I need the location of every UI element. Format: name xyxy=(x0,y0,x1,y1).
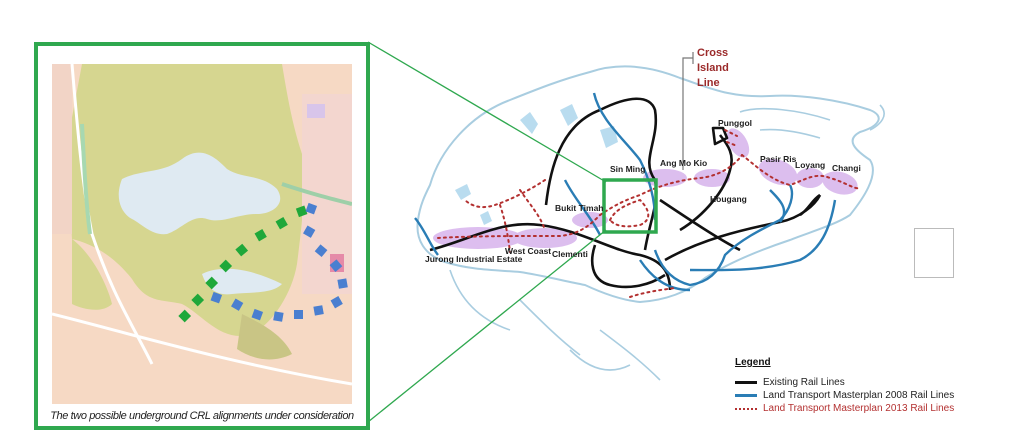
inset-map-frame: The two possible underground CRL alignme… xyxy=(34,42,370,430)
legend-label: Land Transport Masterplan 2013 Rail Line… xyxy=(763,403,955,414)
legend-swatch-solid-blue xyxy=(735,394,757,397)
map-scale-box xyxy=(914,228,954,278)
lt-masterplan-2008-lines xyxy=(414,92,837,292)
station-label-pasir-ris: Pasir Ris xyxy=(760,154,797,164)
legend-title: Legend xyxy=(735,357,771,368)
callout-line-2: Island xyxy=(697,62,729,74)
inset-map xyxy=(52,64,352,404)
station-label-clementi: Clementi xyxy=(552,249,588,259)
crl-corridor xyxy=(433,128,858,249)
lt-masterplan-2013-lines xyxy=(437,129,861,298)
connector-line-bottom xyxy=(367,229,607,423)
inset-map-graphic xyxy=(52,64,352,404)
station-label-punggol: Punggol xyxy=(718,118,752,128)
legend-item-2008: Land Transport Masterplan 2008 Rail Line… xyxy=(735,389,954,402)
connector-line-top xyxy=(367,41,607,183)
callout-line-3: Line xyxy=(697,77,720,89)
station-label-bukit-timah: Bukit Timah xyxy=(555,203,604,213)
callout-leader xyxy=(682,57,693,170)
legend-label: Existing Rail Lines xyxy=(763,377,845,388)
callout-line-1: Cross xyxy=(697,47,729,59)
legend-item-2013: Land Transport Masterplan 2013 Rail Line… xyxy=(735,402,954,415)
station-label-west-coast: West Coast xyxy=(505,246,552,256)
station-label-hougang: Hougang xyxy=(710,194,747,204)
station-label-changi: Changi xyxy=(832,163,861,173)
station-label-ang-mo-kio: Ang Mo Kio xyxy=(660,158,708,168)
alignment-blue-option xyxy=(210,202,348,322)
zoom-region-box xyxy=(602,178,658,234)
station-label-sin-ming: Sin Ming xyxy=(610,164,646,174)
station-label-jurong-industrial-estate: Jurong Industrial Estate xyxy=(425,254,523,264)
map-legend: Legend Existing Rail Lines Land Transpor… xyxy=(735,357,954,415)
alignment-green-option xyxy=(178,205,308,323)
inset-caption: The two possible underground CRL alignme… xyxy=(50,410,354,422)
legend-swatch-solid-black xyxy=(735,381,757,384)
legend-item-existing: Existing Rail Lines xyxy=(735,376,954,389)
coastline xyxy=(416,65,880,304)
cross-island-line-callout: Cross Island Line xyxy=(697,46,729,91)
station-label-loyang: Loyang xyxy=(795,160,826,170)
legend-swatch-dotted-red xyxy=(735,407,757,410)
legend-label: Land Transport Masterplan 2008 Rail Line… xyxy=(763,390,955,401)
